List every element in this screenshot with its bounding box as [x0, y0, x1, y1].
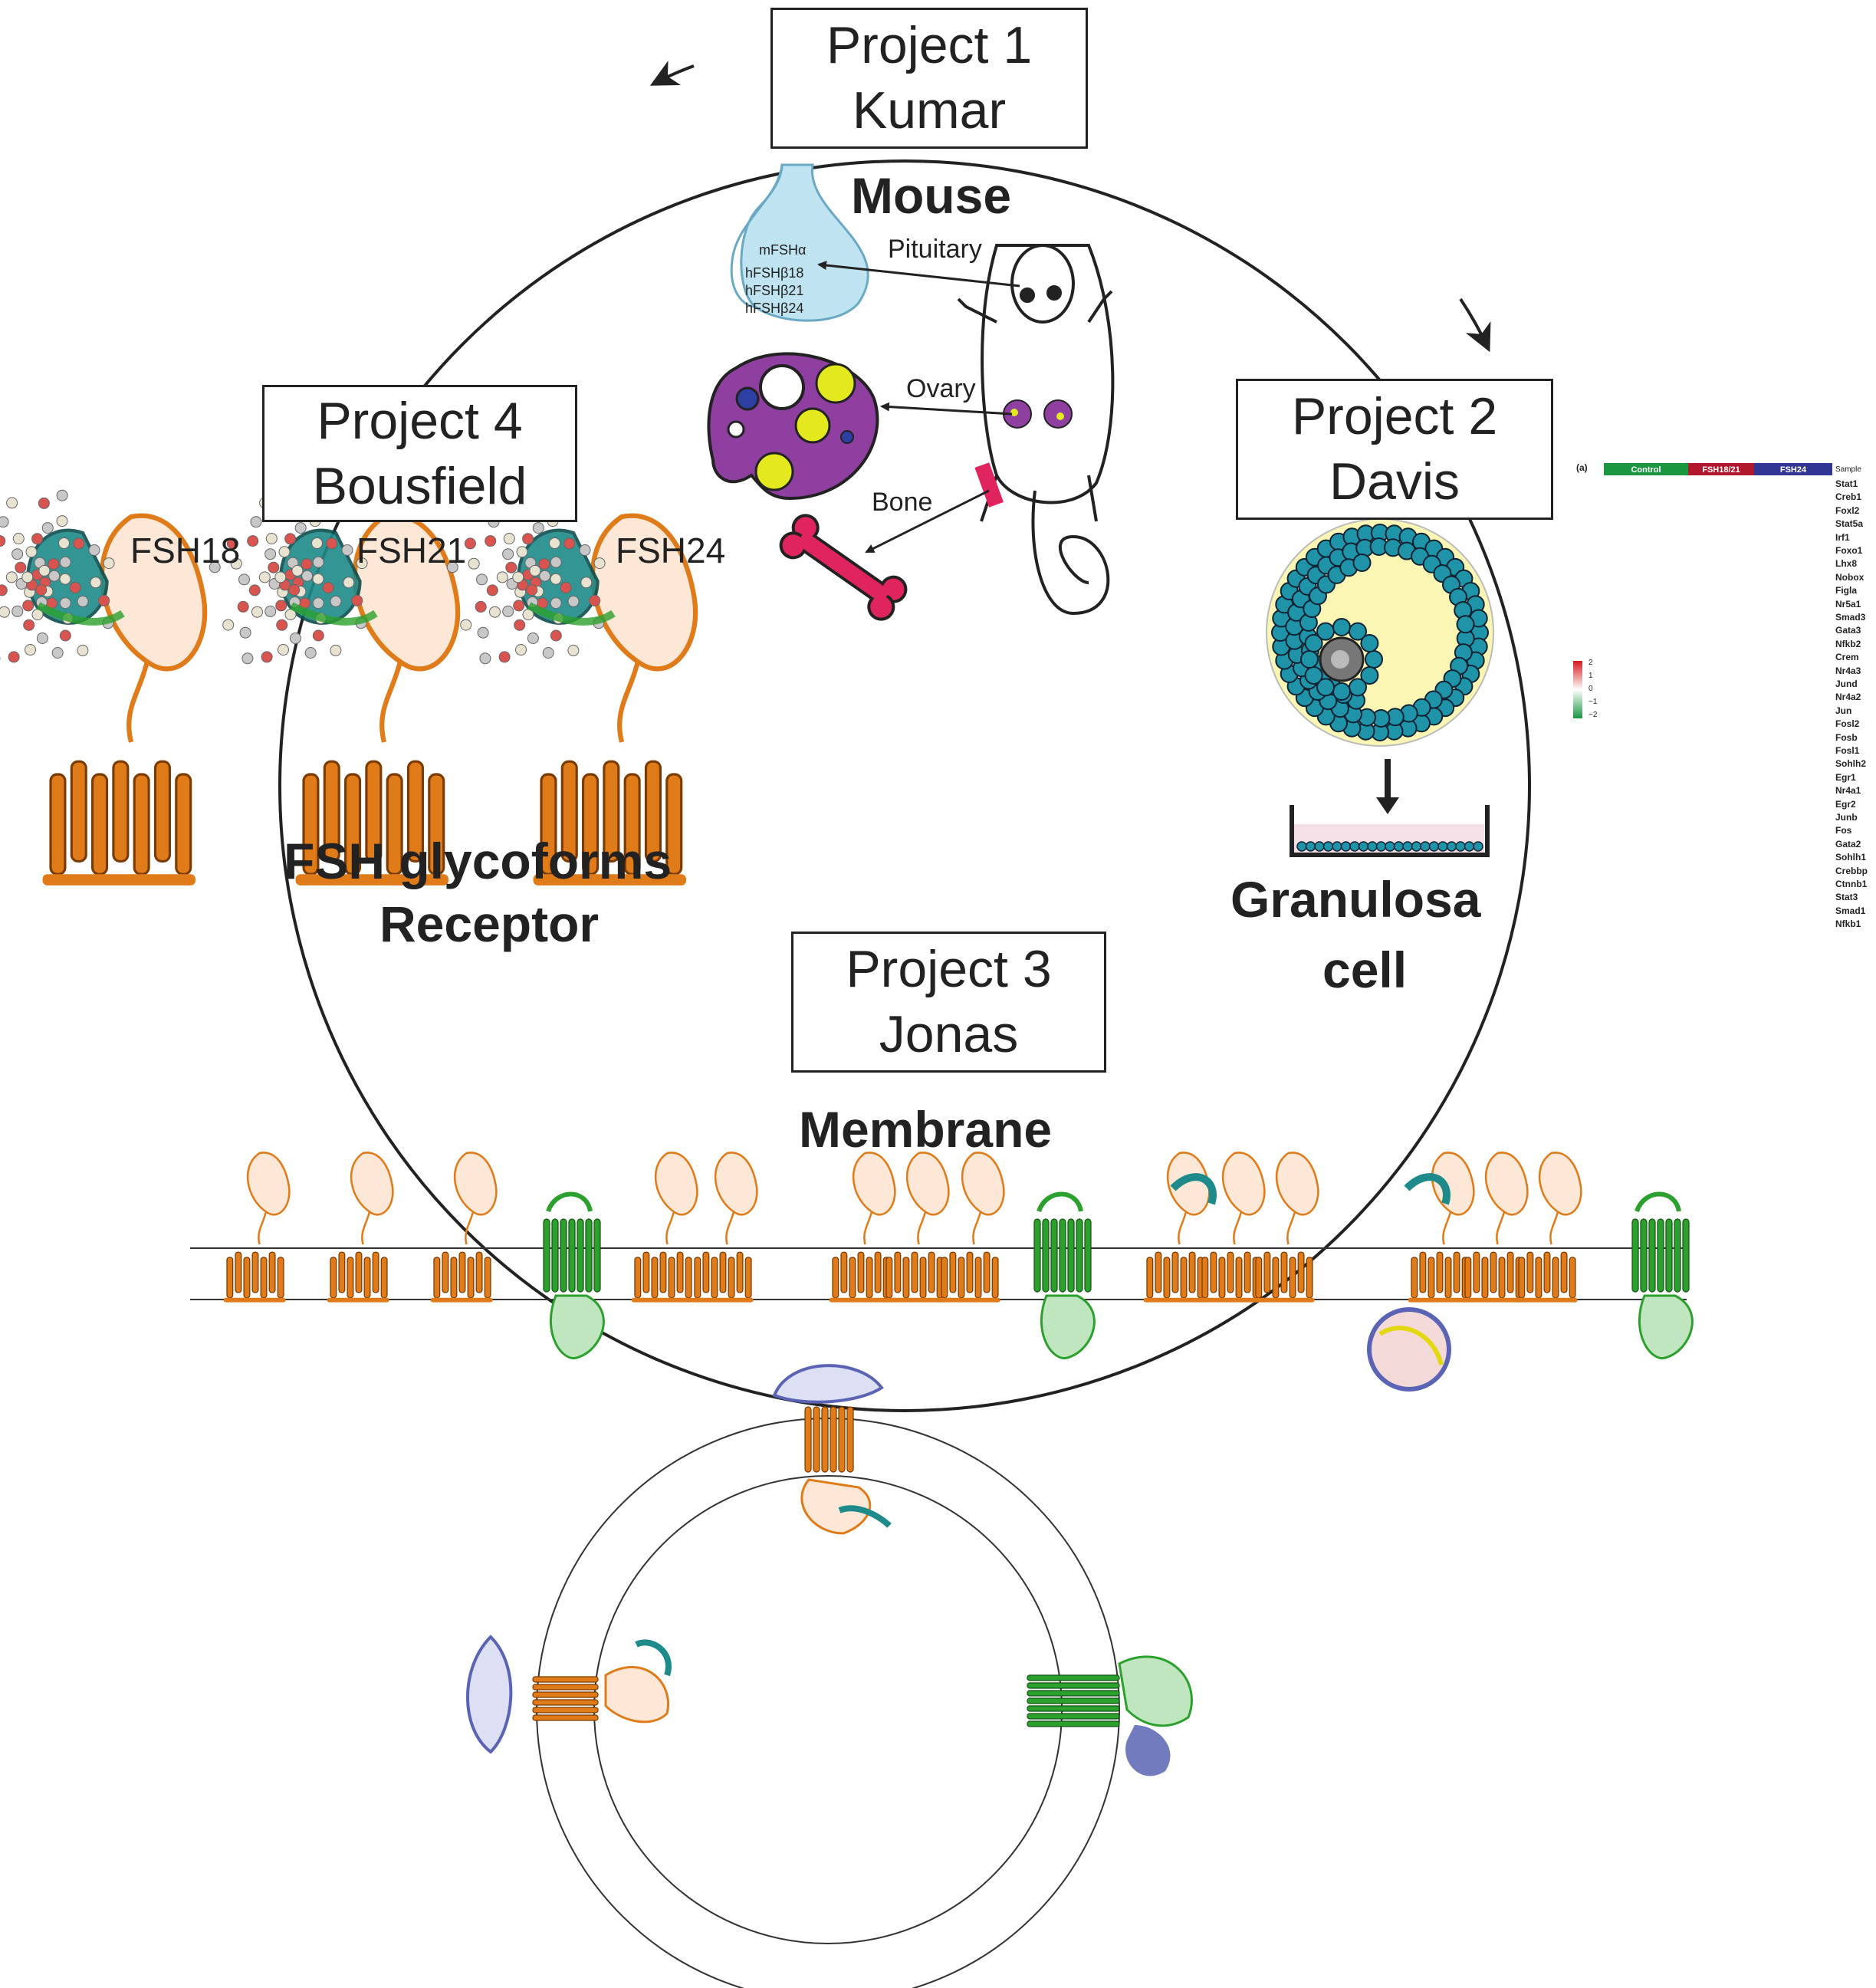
cycle-circle — [278, 159, 1531, 1412]
heatmap-gene-label: Foxo1 — [1835, 545, 1863, 556]
arrow-pituitary — [817, 261, 1020, 288]
project-4-title: Project 4 — [317, 391, 523, 450]
follicle-illustration — [1266, 518, 1494, 747]
heatmap-panel-label: (a) — [1576, 462, 1588, 473]
cycle-arrow-left — [649, 61, 695, 86]
heatmap-gene-label: Nr5a1 — [1835, 598, 1861, 610]
fsh18-label: FSH18 — [130, 531, 241, 570]
scale-tick-1: 1 — [1589, 672, 1593, 680]
ovary-illustration — [707, 352, 879, 501]
project-4-lead: Bousfield — [312, 456, 527, 515]
heatmap-gene-label: Gata3 — [1835, 625, 1861, 636]
pituitary-line-1: mFSHα — [759, 242, 807, 258]
heatmap-gene-label: Jund — [1835, 679, 1858, 689]
pituitary-line-2: hFSHβ18 — [745, 265, 804, 281]
heatmap-gene-label: Figla — [1835, 585, 1858, 596]
receptor-title: Receptor — [379, 895, 600, 952]
scale-tick-0: 0 — [1589, 685, 1593, 693]
heatmap-gene-label: Foxl2 — [1835, 504, 1860, 516]
heatmap-gene-label: Stat5a — [1835, 518, 1864, 530]
heatmap-gene-label: Crem — [1835, 652, 1859, 663]
heatmap-gene-label: Nobox — [1835, 571, 1865, 583]
heatmap-gene-label: Nfkb2 — [1835, 638, 1861, 649]
pituitary-illustration — [730, 163, 869, 322]
heatmap-gene-label: Gata2 — [1835, 838, 1861, 849]
heatmap-gene-label: Nr4a1 — [1835, 785, 1861, 797]
project-2-box: Project 2 Davis — [1236, 379, 1553, 520]
heatmap-gene-label: Nfkb1 — [1835, 918, 1861, 930]
pituitary-line-4: hFSHβ24 — [745, 301, 804, 316]
ovary-label: Ovary — [906, 374, 976, 403]
project-2-lead: Davis — [1329, 452, 1460, 511]
heatmap-gene-label: Sohlh2 — [1835, 758, 1867, 770]
fshr-structures — [0, 489, 698, 886]
heatmap-gene-label: Creb1 — [1835, 491, 1862, 503]
pituitary-line-3: hFSHβ21 — [745, 283, 804, 298]
heatmap-group-control: Control — [1631, 465, 1661, 475]
project-3-lead: Jonas — [879, 1005, 1019, 1063]
project-1-title: Project 1 — [826, 16, 1033, 74]
heatmap-gene-label: Nr4a3 — [1835, 665, 1861, 676]
heatmap-gene-label: Crebbp — [1835, 865, 1868, 876]
bone-label: Bone — [872, 488, 933, 517]
arrow-bone — [865, 489, 990, 554]
granulosa-cell-title: cell — [1322, 941, 1408, 998]
glycoforms-title: FSH glycoforms — [284, 833, 672, 889]
pituitary-label: Pituitary — [888, 235, 982, 264]
membrane-title: Membrane — [799, 1101, 1053, 1158]
bone-illustration — [779, 514, 908, 621]
heatmap-group-fsh1821: FSH18/21 — [1702, 465, 1740, 475]
culture-dish — [1290, 759, 1490, 857]
heatmap-gene-label: Nr4a2 — [1835, 692, 1861, 703]
heatmap-gene-label: Fos — [1835, 825, 1852, 836]
arrow-ovary — [880, 402, 1013, 416]
heatmap-sample-label: Sample — [1835, 465, 1861, 474]
fsh21-label: FSH21 — [356, 531, 467, 570]
project-3-title: Project 3 — [846, 940, 1052, 998]
membrane-proteins — [223, 1152, 1694, 1776]
scale-tick-m1: −1 — [1589, 698, 1598, 706]
heatmap-gene-label: Junb — [1835, 812, 1858, 823]
heatmap-gene-label: Smad3 — [1835, 612, 1866, 623]
heatmap-gene-label: Egr2 — [1835, 798, 1856, 810]
heatmap-gene-label: Sohlh1 — [1835, 852, 1867, 863]
heatmap-figure — [1573, 463, 1832, 865]
project-2-title: Project 2 — [1291, 387, 1498, 445]
granulosa-title: Granulosa — [1230, 871, 1481, 928]
heatmap-gene-label: Ctnnb1 — [1835, 879, 1868, 889]
heatmap-gene-label: Fosb — [1835, 731, 1858, 743]
project-1-box: Project 1 Kumar — [770, 8, 1088, 149]
project-1-lead: Kumar — [852, 81, 1007, 140]
mouse-illustration — [957, 244, 1115, 616]
heatmap-gene-label: Jun — [1835, 705, 1852, 716]
cycle-arrow-right — [1459, 297, 1491, 353]
heatmap-gene-label: Lhx8 — [1835, 558, 1858, 570]
heatmap-gene-label: Smad1 — [1835, 905, 1866, 916]
heatmap-gene-label: Fosl2 — [1835, 718, 1860, 730]
heatmap-gene-label: Stat1 — [1835, 478, 1858, 489]
fsh24-label: FSH24 — [616, 531, 726, 570]
scale-tick-2: 2 — [1589, 659, 1593, 667]
heatmap-group-fsh24: FSH24 — [1779, 465, 1807, 475]
mouse-title: Mouse — [851, 167, 1012, 224]
heatmap-gene-label: Irf1 — [1835, 531, 1850, 543]
heatmap-gene-label: Fosl1 — [1835, 745, 1860, 756]
project-3-box: Project 3 Jonas — [791, 932, 1106, 1073]
project-4-box: Project 4 Bousfield — [262, 385, 577, 522]
scale-tick-m2: −2 — [1589, 711, 1598, 719]
heatmap-gene-label: Egr1 — [1835, 771, 1856, 783]
heatmap-gene-label: Stat3 — [1835, 892, 1858, 903]
